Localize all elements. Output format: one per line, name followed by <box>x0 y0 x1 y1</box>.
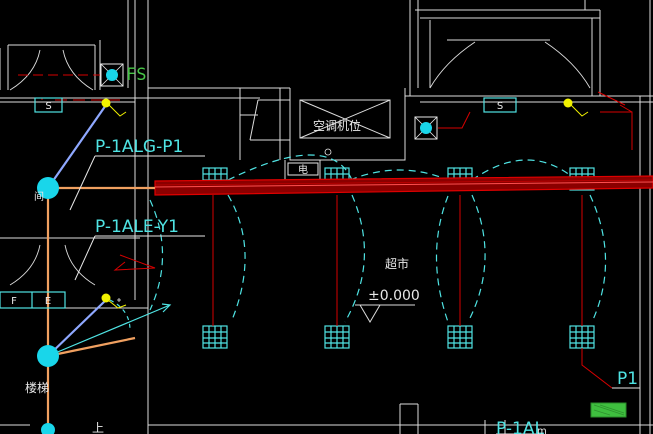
panel-p1-label: P1 <box>617 369 638 389</box>
small-device-box <box>287 162 319 176</box>
switch-s-right-label: S <box>497 101 503 112</box>
bottom-left-text: 上 <box>92 421 104 434</box>
light-fixture <box>447 325 473 349</box>
room-label-supermarket: 超市 <box>385 256 409 271</box>
cable-tag-upper: P-1ALG-P1 <box>95 137 183 157</box>
small-box-label: 电 <box>298 163 308 176</box>
tag-leaders <box>69 155 640 434</box>
light-fixture <box>202 325 228 349</box>
switch-f-label: F <box>11 296 17 307</box>
fs-tag: FS <box>126 65 146 85</box>
light-fixture <box>324 325 350 349</box>
cyan-leader <box>47 303 172 357</box>
small-marker <box>324 148 332 156</box>
stair-label: 楼梯 <box>25 380 49 395</box>
panel-p1-hatch <box>593 404 625 416</box>
yellow-fixtures <box>101 98 589 309</box>
blue-wiring <box>47 104 107 357</box>
cable-tag-bottom: P-1AL <box>496 419 544 434</box>
room-label-ahu: 空调机位 <box>313 118 361 133</box>
left-room-mark: 间 <box>34 190 44 203</box>
light-fixture <box>569 325 595 349</box>
distribution-node-upper <box>37 177 59 199</box>
main-cable-tray <box>154 175 653 196</box>
distribution-node-lower <box>37 345 59 367</box>
cable-tag-lower: P-1ALE-Y1 <box>95 217 179 237</box>
switch-box-s-left: S <box>34 97 63 113</box>
orange-feeder <box>46 186 155 434</box>
switch-f2-label: E <box>45 296 51 307</box>
junction-box-right <box>414 116 438 140</box>
elevation-mark: ±0.000 <box>368 288 420 304</box>
switch-s-left-label: S <box>45 101 51 112</box>
switch-box-f: F E <box>0 291 66 309</box>
distribution-node-bottom <box>41 423 55 434</box>
junction-box-fs <box>100 63 124 87</box>
coverage-arcs <box>109 154 607 331</box>
cable-tag-bottom-suffix: m <box>537 426 547 434</box>
switch-box-s-right: S <box>483 97 517 113</box>
